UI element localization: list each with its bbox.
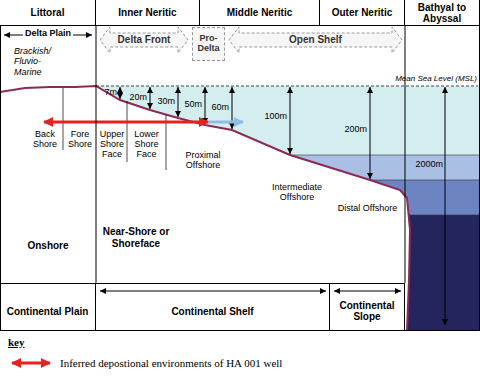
depth-label: 60m xyxy=(209,103,229,113)
band-line xyxy=(370,180,480,181)
seafloor-profile xyxy=(0,86,410,330)
legend-arrow-sample xyxy=(12,362,50,365)
depth-label: 7m xyxy=(104,87,117,97)
zone-header: Littoral xyxy=(0,0,96,26)
inferred-environment-arrow xyxy=(44,121,208,124)
depth-label: 200m xyxy=(342,125,367,135)
node-text: Pro-Delta xyxy=(194,34,223,54)
band-line xyxy=(290,155,480,156)
span-label: Delta Plain xyxy=(23,28,73,38)
zone-label: Proximal Offshore xyxy=(185,150,220,170)
depth-arrow xyxy=(445,87,446,325)
zone-label: Distal Offshore xyxy=(338,203,397,213)
depth-label: 100m xyxy=(262,112,287,122)
depth-arrow xyxy=(150,87,151,109)
column-divider xyxy=(96,26,97,283)
zone-label: Proximal Offshore xyxy=(172,150,234,170)
depth-label: 50m xyxy=(182,100,202,110)
depth-label: 200m xyxy=(344,124,367,134)
zone-label: Distal Offshore xyxy=(335,203,400,213)
province-cell: Continental Plain xyxy=(0,283,96,330)
node-text: Middle Neritic xyxy=(227,7,293,18)
node-text: Bathyal to Abyssal xyxy=(407,2,477,24)
environment-note: Brackish/ Fluvio- Marine xyxy=(14,46,64,77)
zone-label: Lower Shore Face xyxy=(129,129,164,159)
zone-label: Back Shore xyxy=(28,129,62,149)
depth-label: 2000m xyxy=(415,159,443,169)
span-arrow xyxy=(334,291,401,292)
depth-arrow xyxy=(178,87,179,117)
depth-label: 7m xyxy=(100,88,117,98)
depth-label: 50m xyxy=(184,99,202,109)
depth-arrow xyxy=(205,87,206,124)
legend-entry: Inferred depostional environments of HA … xyxy=(60,356,470,370)
zone-header: Middle Neritic xyxy=(200,0,320,26)
frame xyxy=(1,1,480,331)
environment-label: Delta Front xyxy=(118,34,171,45)
region-label: Near-Shore or Shoreface xyxy=(100,226,172,249)
depth-arrow xyxy=(370,87,371,179)
dashed-block-arrow xyxy=(229,27,402,53)
environment-note: Brackish/ Fluvio- Marine xyxy=(14,46,51,77)
depth-label: 30m xyxy=(157,96,175,106)
region-label: Onshore xyxy=(27,240,68,251)
zone-divider xyxy=(63,88,64,150)
depth-label: 2000m xyxy=(411,160,443,170)
depth-arrow xyxy=(290,87,291,154)
column-divider xyxy=(405,26,406,283)
depth-label: 20m xyxy=(129,92,147,102)
environment-label: Open Shelf xyxy=(229,34,402,46)
node-text: Continental Slope xyxy=(332,300,402,322)
node-text: Outer Neritic xyxy=(332,7,393,18)
inferred-extension-arrow xyxy=(208,121,243,124)
node-text: Littoral xyxy=(31,7,65,18)
depth-arrow xyxy=(120,87,121,99)
zone-label: Upper Shore Face xyxy=(100,129,125,159)
region-label: Onshore xyxy=(10,240,86,252)
key-heading: key xyxy=(8,336,25,348)
zone-label: Lower Shore Face xyxy=(134,129,159,159)
zone-label: Intermediate Offshore xyxy=(262,182,332,202)
zone-header: Outer Neritic xyxy=(320,0,405,26)
environment-label: Delta Front xyxy=(100,34,188,46)
zone-header: Inner Neritic xyxy=(96,0,200,26)
legend-text: Inferred depostional environments of HA … xyxy=(60,357,282,369)
zone-label: Fore Shore xyxy=(65,129,95,149)
node-text: Continental Plain xyxy=(7,306,89,317)
zone-label: Upper Shore Face xyxy=(98,129,126,159)
node-text: Inner Neritic xyxy=(118,7,176,18)
zone-label: Back Shore xyxy=(33,129,57,149)
depth-label: 60m xyxy=(211,102,229,112)
sea-level-line xyxy=(96,86,478,87)
province-cell: Continental Shelf xyxy=(96,283,330,330)
zone-header: Bathyal to Abyssal xyxy=(405,0,480,26)
dashed-box: Pro-Delta xyxy=(192,27,225,61)
zone-label: Fore Shore xyxy=(68,129,92,149)
environment-label: Open Shelf xyxy=(289,34,342,45)
sea-level-label: Mean Sea Level (MSL) xyxy=(395,74,477,83)
land-mass xyxy=(0,86,410,330)
depth-label: 20m xyxy=(127,93,147,103)
depth-label: 100m xyxy=(264,111,287,121)
zone-divider xyxy=(127,101,128,162)
region-label: Near-Shore or Shoreface xyxy=(103,226,170,249)
span-label: Delta Plain xyxy=(20,29,76,39)
key-heading: key xyxy=(8,336,48,349)
depth-label: 30m xyxy=(155,97,175,107)
node-text: Continental Shelf xyxy=(171,306,253,317)
zone-label: Intermediate Offshore xyxy=(272,182,322,202)
province-cell: Continental Slope xyxy=(330,283,405,330)
span-arrow xyxy=(100,291,326,292)
sea-level-label: Mean Sea Level (MSL) xyxy=(370,75,477,84)
dashed-block-arrow xyxy=(100,27,188,53)
